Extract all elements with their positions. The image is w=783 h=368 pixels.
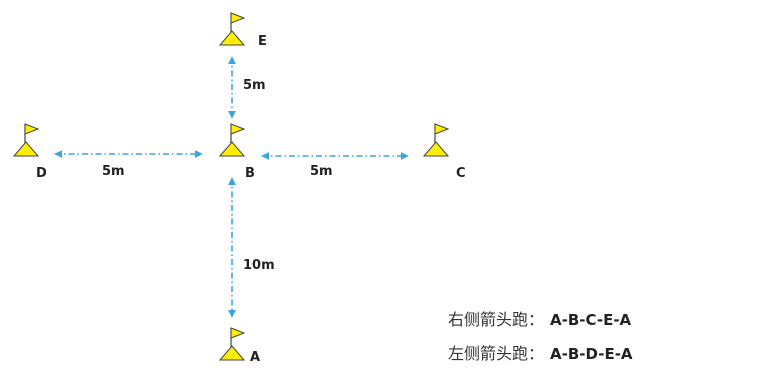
legend-left-route: 左侧箭头跑： A-B-D-E-A <box>448 340 633 364</box>
flag-e-icon <box>218 12 246 46</box>
point-label-e: E <box>258 34 267 49</box>
distance-label-a-b: 10m <box>243 258 275 273</box>
distance-label-d-b: 5m <box>102 164 125 179</box>
point-label-d: D <box>36 166 47 181</box>
flag-a-icon <box>218 327 246 361</box>
legend-left-sequence: A-B-D-E-A <box>550 345 633 363</box>
point-label-c: C <box>456 166 466 181</box>
distance-label-b-c: 5m <box>310 164 333 179</box>
point-label-b: B <box>245 166 255 181</box>
legend-left-label: 左侧箭头跑： <box>448 344 545 363</box>
flag-d-icon <box>12 123 40 157</box>
point-label-a: A <box>250 350 260 365</box>
legend-right-sequence: A-B-C-E-A <box>550 311 632 329</box>
legend-right-route: 右侧箭头跑： A-B-C-E-A <box>448 306 631 330</box>
distance-label-b-e: 5m <box>243 78 266 93</box>
legend-right-label: 右侧箭头跑： <box>448 310 545 329</box>
flag-b-icon <box>218 123 246 157</box>
flag-c-icon <box>422 123 450 157</box>
